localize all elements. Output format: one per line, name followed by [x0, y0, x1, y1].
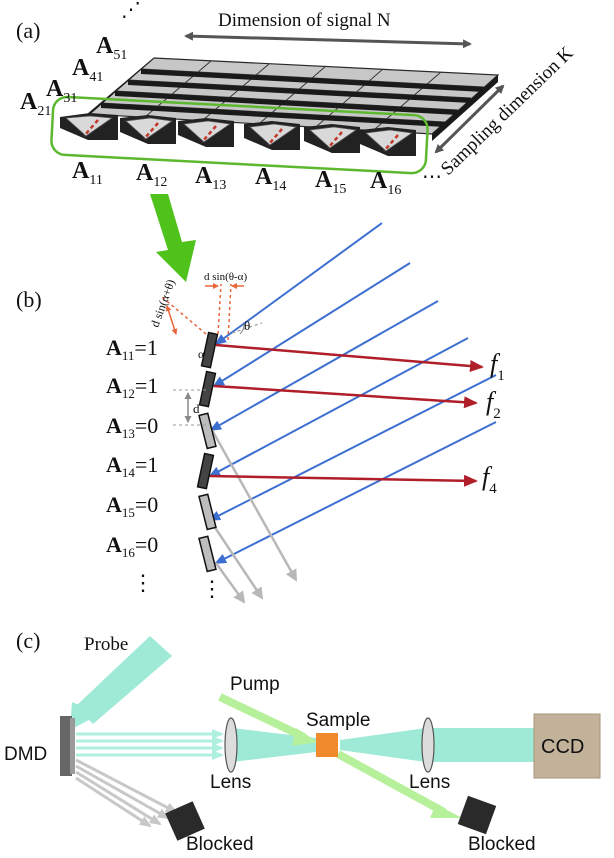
state-vdots: ⋮ — [132, 570, 154, 595]
state-a11: A11=1 — [106, 335, 158, 363]
blocked-label-1: Blocked — [186, 834, 254, 855]
blocked-beam-dump-1 — [165, 801, 205, 841]
panel-a: (a) ⋰ — [16, 0, 578, 282]
panel-c-label: (c) — [16, 628, 40, 653]
ccd-camera — [533, 713, 601, 779]
column-label-16: A16 — [370, 168, 401, 198]
mirror-a11 — [200, 331, 219, 369]
sample — [316, 733, 338, 757]
grid-top-dots: ⋰ — [121, 0, 141, 21]
column-labels: A11 A12 A13 A14 A15 A16 — [72, 158, 401, 198]
row-label-41: A41 — [72, 55, 103, 85]
lens-2-label: Lens — [409, 772, 450, 793]
column-label-11: A11 — [72, 158, 103, 188]
state-a12: A12=1 — [106, 373, 158, 401]
zoom-arrow — [150, 194, 196, 282]
panel-c: (c) Probe DMD Blocked Lens — [4, 628, 601, 855]
mirror-vdots: ⋮ — [201, 576, 223, 601]
row-label-31: A31 — [46, 76, 77, 106]
pump-beam-in — [218, 693, 306, 741]
panel-a-label: (a) — [16, 18, 40, 43]
geometry-annotations — [161, 283, 263, 426]
theta-label: θ — [244, 318, 250, 333]
blocked-label-2: Blocked — [468, 834, 536, 855]
column-label-12: A12 — [136, 160, 167, 190]
state-a13: A13=0 — [106, 413, 158, 441]
row-label-21: A21 — [20, 89, 51, 119]
state-a14: A14=1 — [106, 452, 158, 480]
dsin-theta-minus-alpha-label: d sin(θ-α) — [204, 271, 247, 283]
probe-focus-out — [340, 728, 426, 762]
ccd-label: CCD — [541, 736, 584, 758]
first-row-mirrors — [60, 113, 416, 156]
mirror-a15 — [198, 493, 217, 531]
blocked-beam-dump-2 — [457, 795, 497, 835]
probe-beam-head — [70, 702, 100, 730]
row-labels: A51 A41 A31 A21 — [20, 33, 127, 119]
mirror-state-labels: A11=1 A12=1 A13=0 A14=1 A15=0 A16=0 ⋮ ⋮ — [106, 335, 223, 601]
dmd-label: DMD — [4, 744, 47, 765]
column-label-14: A14 — [255, 164, 286, 194]
mirror-a12 — [198, 370, 217, 408]
dmd-off-beams — [75, 758, 178, 828]
pump-label: Pump — [230, 674, 280, 695]
grid-step-shadows — [101, 69, 484, 127]
first-row-highlight — [50, 95, 429, 175]
deflected-beams — [208, 429, 298, 604]
mirror-a16 — [198, 535, 217, 573]
output-labels: f1 f2 f4 — [482, 349, 505, 497]
mirror-a13 — [198, 412, 217, 450]
row-label-51: A51 — [96, 33, 127, 63]
reflected-beams — [209, 343, 484, 487]
pump-beam-out — [336, 750, 446, 816]
grid-left-edge — [86, 58, 154, 118]
state-a15: A15=0 — [106, 492, 158, 520]
output-f2: f2 — [486, 387, 501, 422]
sampling-dimension-arrow — [434, 84, 505, 154]
mirror-column — [196, 331, 219, 573]
column-label-15: A15 — [315, 167, 346, 197]
probe-label: Probe — [84, 634, 128, 655]
lens-1-label: Lens — [210, 772, 251, 793]
incoming-beams — [208, 222, 497, 564]
alpha-label: α — [198, 347, 205, 361]
dmd-device — [60, 716, 72, 776]
signal-dimension-label: Dimension of signal N — [218, 10, 391, 31]
signal-dimension-arrow — [184, 31, 472, 49]
column-label-13: A13 — [195, 163, 226, 193]
panel-b-label: (b) — [16, 287, 42, 312]
panel-b: (b) — [16, 222, 505, 604]
pitch-d-label: d — [193, 401, 200, 416]
output-f4: f4 — [482, 462, 497, 497]
mirror-a14 — [196, 452, 215, 490]
output-f1: f1 — [490, 349, 505, 384]
dmd-on-beams — [76, 729, 224, 760]
state-a16: A16=0 — [106, 532, 158, 560]
dsin-alpha-plus-theta-label: d sin(α+θ) — [148, 277, 178, 329]
lens-1 — [224, 717, 238, 773]
row-ellipsis: ⋯ — [422, 166, 442, 188]
probe-to-ccd — [430, 728, 538, 762]
sample-label: Sample — [306, 710, 370, 731]
probe-beam — [76, 636, 172, 724]
lens-2 — [421, 717, 435, 773]
